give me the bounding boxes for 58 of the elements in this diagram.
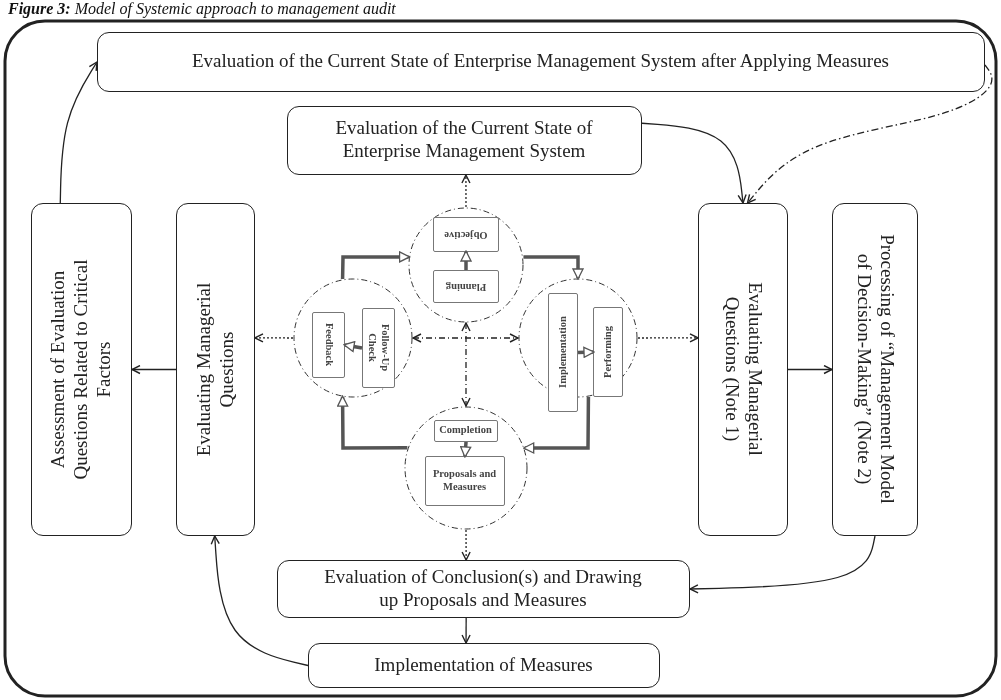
dash-dot-circle <box>293 278 413 398</box>
step-label: Completion <box>438 424 493 437</box>
process-box <box>277 560 690 618</box>
hollow-arrow <box>577 346 595 358</box>
arrow <box>210 535 309 667</box>
box-label: Evaluation of the Current State of Enterprise Management System <box>334 117 594 163</box>
step-box <box>548 293 578 412</box>
step-label: Planning <box>444 280 487 293</box>
dashed-arrow <box>254 333 294 343</box>
box-label: Evaluation of Conclusion(s) and Drawing up Proposals and Measures <box>323 565 643 612</box>
arrow <box>131 364 177 375</box>
box-label: Processing of “Management Model of Decision-Making” (Note 2) <box>852 233 898 506</box>
process-box <box>698 203 788 536</box>
hollow-arrow <box>343 341 363 353</box>
step-box <box>433 217 499 252</box>
process-box <box>31 203 132 536</box>
arrow <box>461 617 471 644</box>
dashed-arrow <box>746 64 993 204</box>
step-box <box>593 307 623 397</box>
dashed-arrow <box>461 322 471 407</box>
step-label: Objective <box>442 228 489 241</box>
box-label: Evaluating Managerial Questions (Note 1) <box>720 281 766 458</box>
dashed-arrow <box>412 333 519 343</box>
dash-dot-circle <box>408 207 524 323</box>
arrow <box>689 535 876 594</box>
process-box <box>308 643 660 688</box>
arrow <box>59 61 98 204</box>
step-label: Feedback <box>322 321 335 369</box>
arrow <box>787 364 833 375</box>
box-label: Assessment of Evaluation Questions Related to Critical Factors <box>46 258 115 482</box>
step-label: Implementation <box>556 315 569 390</box>
step-box <box>362 308 395 388</box>
step-box <box>312 312 345 378</box>
step-box <box>434 420 498 442</box>
dashed-arrow <box>637 333 699 343</box>
dashed-arrow <box>461 529 471 561</box>
hollow-arrow <box>340 251 411 279</box>
dashed-arrow <box>461 174 471 208</box>
dash-dot-circle <box>404 406 528 530</box>
box-label: Implementation of Measures <box>373 653 594 677</box>
step-box <box>433 270 499 303</box>
figure-title: Figure 3: Model of Systemic approach to management audit <box>8 0 396 18</box>
hollow-arrow <box>523 397 591 454</box>
step-label: Follow-Up Check <box>366 322 391 374</box>
box-label: Evaluation of the Current State of Enterprise Management System after Applying Measures <box>191 50 890 73</box>
step-label: Performing <box>601 324 614 380</box>
box-label: Evaluating Managerial Questions <box>192 281 237 458</box>
step-box <box>425 456 505 506</box>
process-box <box>287 106 642 175</box>
hollow-arrow <box>460 250 472 270</box>
process-box <box>832 203 918 536</box>
step-label: Proposals and Measures <box>431 468 498 493</box>
arrow <box>641 122 747 204</box>
process-box <box>176 203 255 536</box>
hollow-arrow <box>460 441 472 458</box>
process-box <box>97 32 985 92</box>
hollow-arrow <box>337 395 408 450</box>
hollow-arrow <box>523 255 584 280</box>
